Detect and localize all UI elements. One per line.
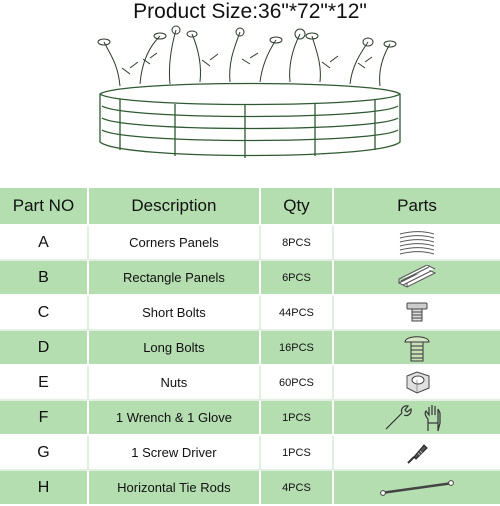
part-no: H: [0, 471, 89, 504]
part-qty: 1PCS: [261, 401, 335, 434]
header-description: Description: [89, 188, 261, 224]
header-qty: Qty: [261, 188, 335, 224]
tie-rod-icon: [380, 479, 454, 496]
header-parts: Parts: [397, 196, 437, 215]
table-row: E Nuts 60PCS: [0, 366, 500, 401]
long-bolt-icon: [404, 335, 430, 361]
part-description: Short Bolts: [89, 296, 261, 329]
part-qty: 44PCS: [261, 296, 335, 329]
part-description: Corners Panels: [89, 226, 261, 259]
table-header-row: Part NO Description Qty Parts: [0, 188, 500, 226]
parts-table: Part NO Description Qty Parts A Corners …: [0, 188, 500, 506]
raised-bed-icon: [99, 82, 401, 158]
part-no: A: [0, 226, 89, 259]
part-qty: 60PCS: [261, 366, 335, 399]
garden-bed-illustration: [97, 25, 401, 158]
part-qty: 16PCS: [261, 331, 335, 364]
table-row: H Horizontal Tie Rods 4PCS: [0, 471, 500, 506]
table-row: G 1 Screw Driver 1PCS: [0, 436, 500, 471]
page-title: Product Size:36"*72"*12": [133, 0, 367, 23]
part-description: Nuts: [89, 366, 261, 399]
part-qty: 8PCS: [261, 226, 335, 259]
part-description: Rectangle Panels: [89, 261, 261, 294]
part-no: F: [0, 401, 89, 434]
part-description: Horizontal Tie Rods: [89, 471, 261, 504]
nut-icon: [406, 370, 430, 394]
part-qty: 4PCS: [261, 471, 335, 504]
part-description: 1 Wrench & 1 Glove: [89, 401, 261, 434]
part-no: G: [0, 436, 89, 469]
part-qty: 6PCS: [261, 261, 335, 294]
short-bolt-icon: [406, 302, 428, 321]
part-no: C: [0, 296, 89, 329]
part-qty: 1PCS: [261, 436, 335, 469]
table-row: C Short Bolts 44PCS: [0, 296, 500, 331]
part-description: Long Bolts: [89, 331, 261, 364]
header-part-no: Part NO: [0, 188, 89, 224]
table-row: F 1 Wrench & 1 Glove 1PCS: [0, 401, 500, 436]
plants-icon: [97, 25, 397, 87]
wrench-glove-icon: [385, 404, 441, 431]
rectangle-panel-icon: [397, 264, 437, 288]
corner-panel-icon: [399, 230, 435, 254]
part-no: E: [0, 366, 89, 399]
table-row: A Corners Panels 8PCS: [0, 226, 500, 261]
screwdriver-icon: [407, 443, 428, 464]
part-no: D: [0, 331, 89, 364]
table-row: D Long Bolts 16PCS: [0, 331, 500, 366]
part-description: 1 Screw Driver: [89, 436, 261, 469]
part-no: B: [0, 261, 89, 294]
table-row: B Rectangle Panels 6PCS: [0, 261, 500, 296]
